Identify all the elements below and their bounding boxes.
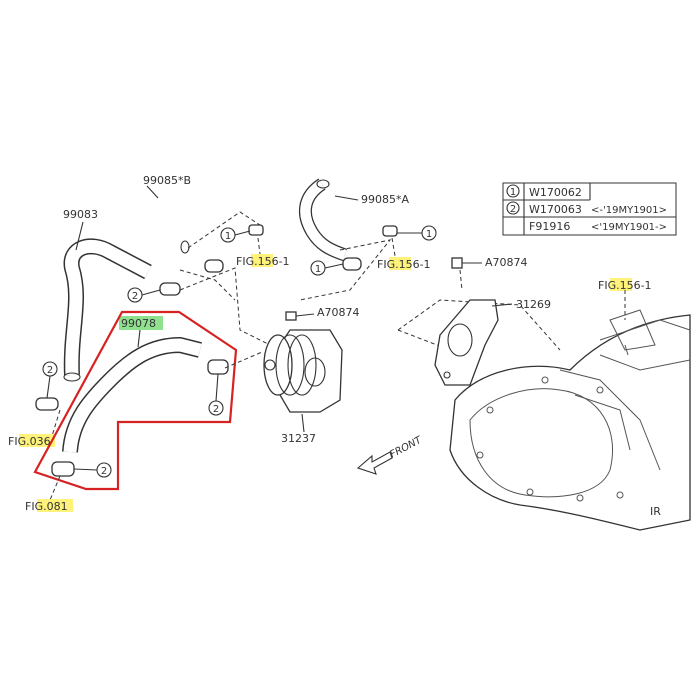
label-31269: 31269: [516, 298, 551, 311]
legend-note-2: <-'19MY1901>: [591, 205, 667, 216]
label-31237: 31237: [281, 432, 316, 445]
legend-table: 1 W170062 2 W170063 <-'19MY1901> F91916 …: [502, 182, 677, 236]
label-99083: 99083: [63, 208, 98, 221]
clamp-f: [51, 461, 75, 477]
svg-text:1: 1: [315, 264, 321, 275]
legend-part-3: F91916: [529, 220, 570, 233]
svg-text:2: 2: [101, 466, 107, 477]
hose-99085b: [146, 185, 190, 254]
svg-text:2: 2: [132, 291, 138, 302]
highlight-outline-99078: [33, 310, 238, 491]
legend-part-1: W170062: [529, 186, 582, 199]
legend-callout-1: [506, 184, 520, 198]
bolt-a70874-mid: [285, 311, 315, 321]
highlight-fig156-b: [389, 257, 411, 270]
label-99078: 99078: [121, 317, 156, 330]
callouts: 1 2 1 1 2 2 2: [42, 225, 437, 478]
highlight-fig036: [19, 434, 55, 447]
highlight-fig156-a: [251, 254, 273, 267]
svg-text:1: 1: [225, 231, 231, 242]
svg-text:1: 1: [426, 229, 432, 240]
transmission-housing: [449, 309, 691, 531]
label-fig081: FIG.081: [25, 500, 68, 513]
label-fig156-b: FIG.156-1: [377, 258, 431, 271]
legend-note-3: <'19MY1901->: [591, 222, 667, 233]
highlight-fig156-c: [610, 278, 632, 291]
label-99085a: 99085*A: [361, 193, 409, 206]
svg-text:2: 2: [47, 365, 53, 376]
legend-part-2: W170063: [529, 203, 582, 216]
clamp-c: [342, 257, 362, 271]
hose-99085a: [298, 178, 359, 262]
label-99085b: 99085*B: [143, 174, 191, 187]
clamp-e: [35, 397, 59, 411]
highlight-fig081: [37, 499, 73, 512]
label-fig156-c: FIG.156-1: [598, 279, 652, 292]
legend-callout-2: [506, 201, 520, 215]
fitting-b: [382, 225, 398, 237]
oil-cooler-31237: [263, 329, 343, 433]
bracket-31269: [434, 299, 513, 386]
label-a70874-mid: A70874: [317, 306, 360, 319]
label-a70874-top: A70874: [485, 256, 528, 269]
svg-text:2: 2: [213, 404, 219, 415]
hose-99078: [62, 329, 202, 453]
front-arrow: [356, 451, 393, 475]
clamp-b: [204, 259, 224, 273]
clamp-d: [207, 359, 229, 375]
svg-text:1: 1: [510, 187, 516, 198]
label-fig156-a: FIG.156-1: [236, 255, 290, 268]
label-front: FRONT: [388, 434, 424, 460]
svg-text:2: 2: [510, 204, 516, 215]
label-ir: IR: [650, 505, 661, 518]
clamp-group: [35, 224, 398, 477]
clamp-a: [159, 282, 181, 296]
bolt-a70874-top: [451, 257, 482, 269]
hose-99083: [63, 221, 152, 382]
label-fig036: FIG.036: [8, 435, 51, 448]
highlight-99078: [119, 316, 163, 330]
fitting-a: [248, 224, 264, 236]
